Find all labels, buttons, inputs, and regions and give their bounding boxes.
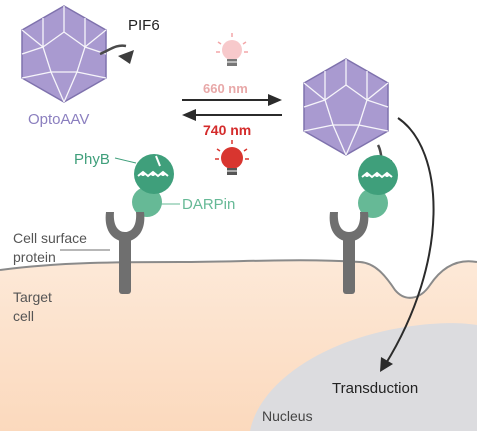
forward-arrow xyxy=(182,94,282,106)
receptor-icon xyxy=(329,212,369,294)
transduction-arrowhead xyxy=(380,357,393,372)
receptor-icon xyxy=(105,212,145,294)
lightbulb-icon xyxy=(215,140,249,175)
capsid-icon xyxy=(21,5,107,103)
phyb-leader xyxy=(114,157,137,164)
reverse-arrow xyxy=(182,109,282,121)
darpin-right xyxy=(358,188,388,218)
lightbulb-icon xyxy=(216,33,248,66)
light-740-label: 740 nm xyxy=(203,122,251,138)
target-cell-label-1: Target xyxy=(13,289,52,305)
optoaav-label: OptoAAV xyxy=(28,111,89,128)
target-cell-label-2: cell xyxy=(13,308,34,324)
darpin-left xyxy=(132,187,162,217)
capsid-icon xyxy=(303,58,389,156)
pif6-label: PIF6 xyxy=(128,17,160,34)
cell-surface-protein-label-2: protein xyxy=(13,249,56,265)
nucleus xyxy=(250,323,477,431)
pif6-tag xyxy=(118,50,134,64)
transduction-arrow xyxy=(384,117,435,366)
cell-surface-protein-label-1: Cell surface xyxy=(13,230,87,246)
phyb-label: PhyB xyxy=(74,151,110,168)
light-660-label: 660 nm xyxy=(203,81,248,96)
darpin-label: DARPin xyxy=(182,196,235,213)
nucleus-label: Nucleus xyxy=(262,408,313,424)
phytochrome-icon xyxy=(134,154,174,194)
transduction-label: Transduction xyxy=(332,380,418,397)
pif6-linker xyxy=(99,44,127,56)
phytochrome-icon xyxy=(358,155,398,195)
